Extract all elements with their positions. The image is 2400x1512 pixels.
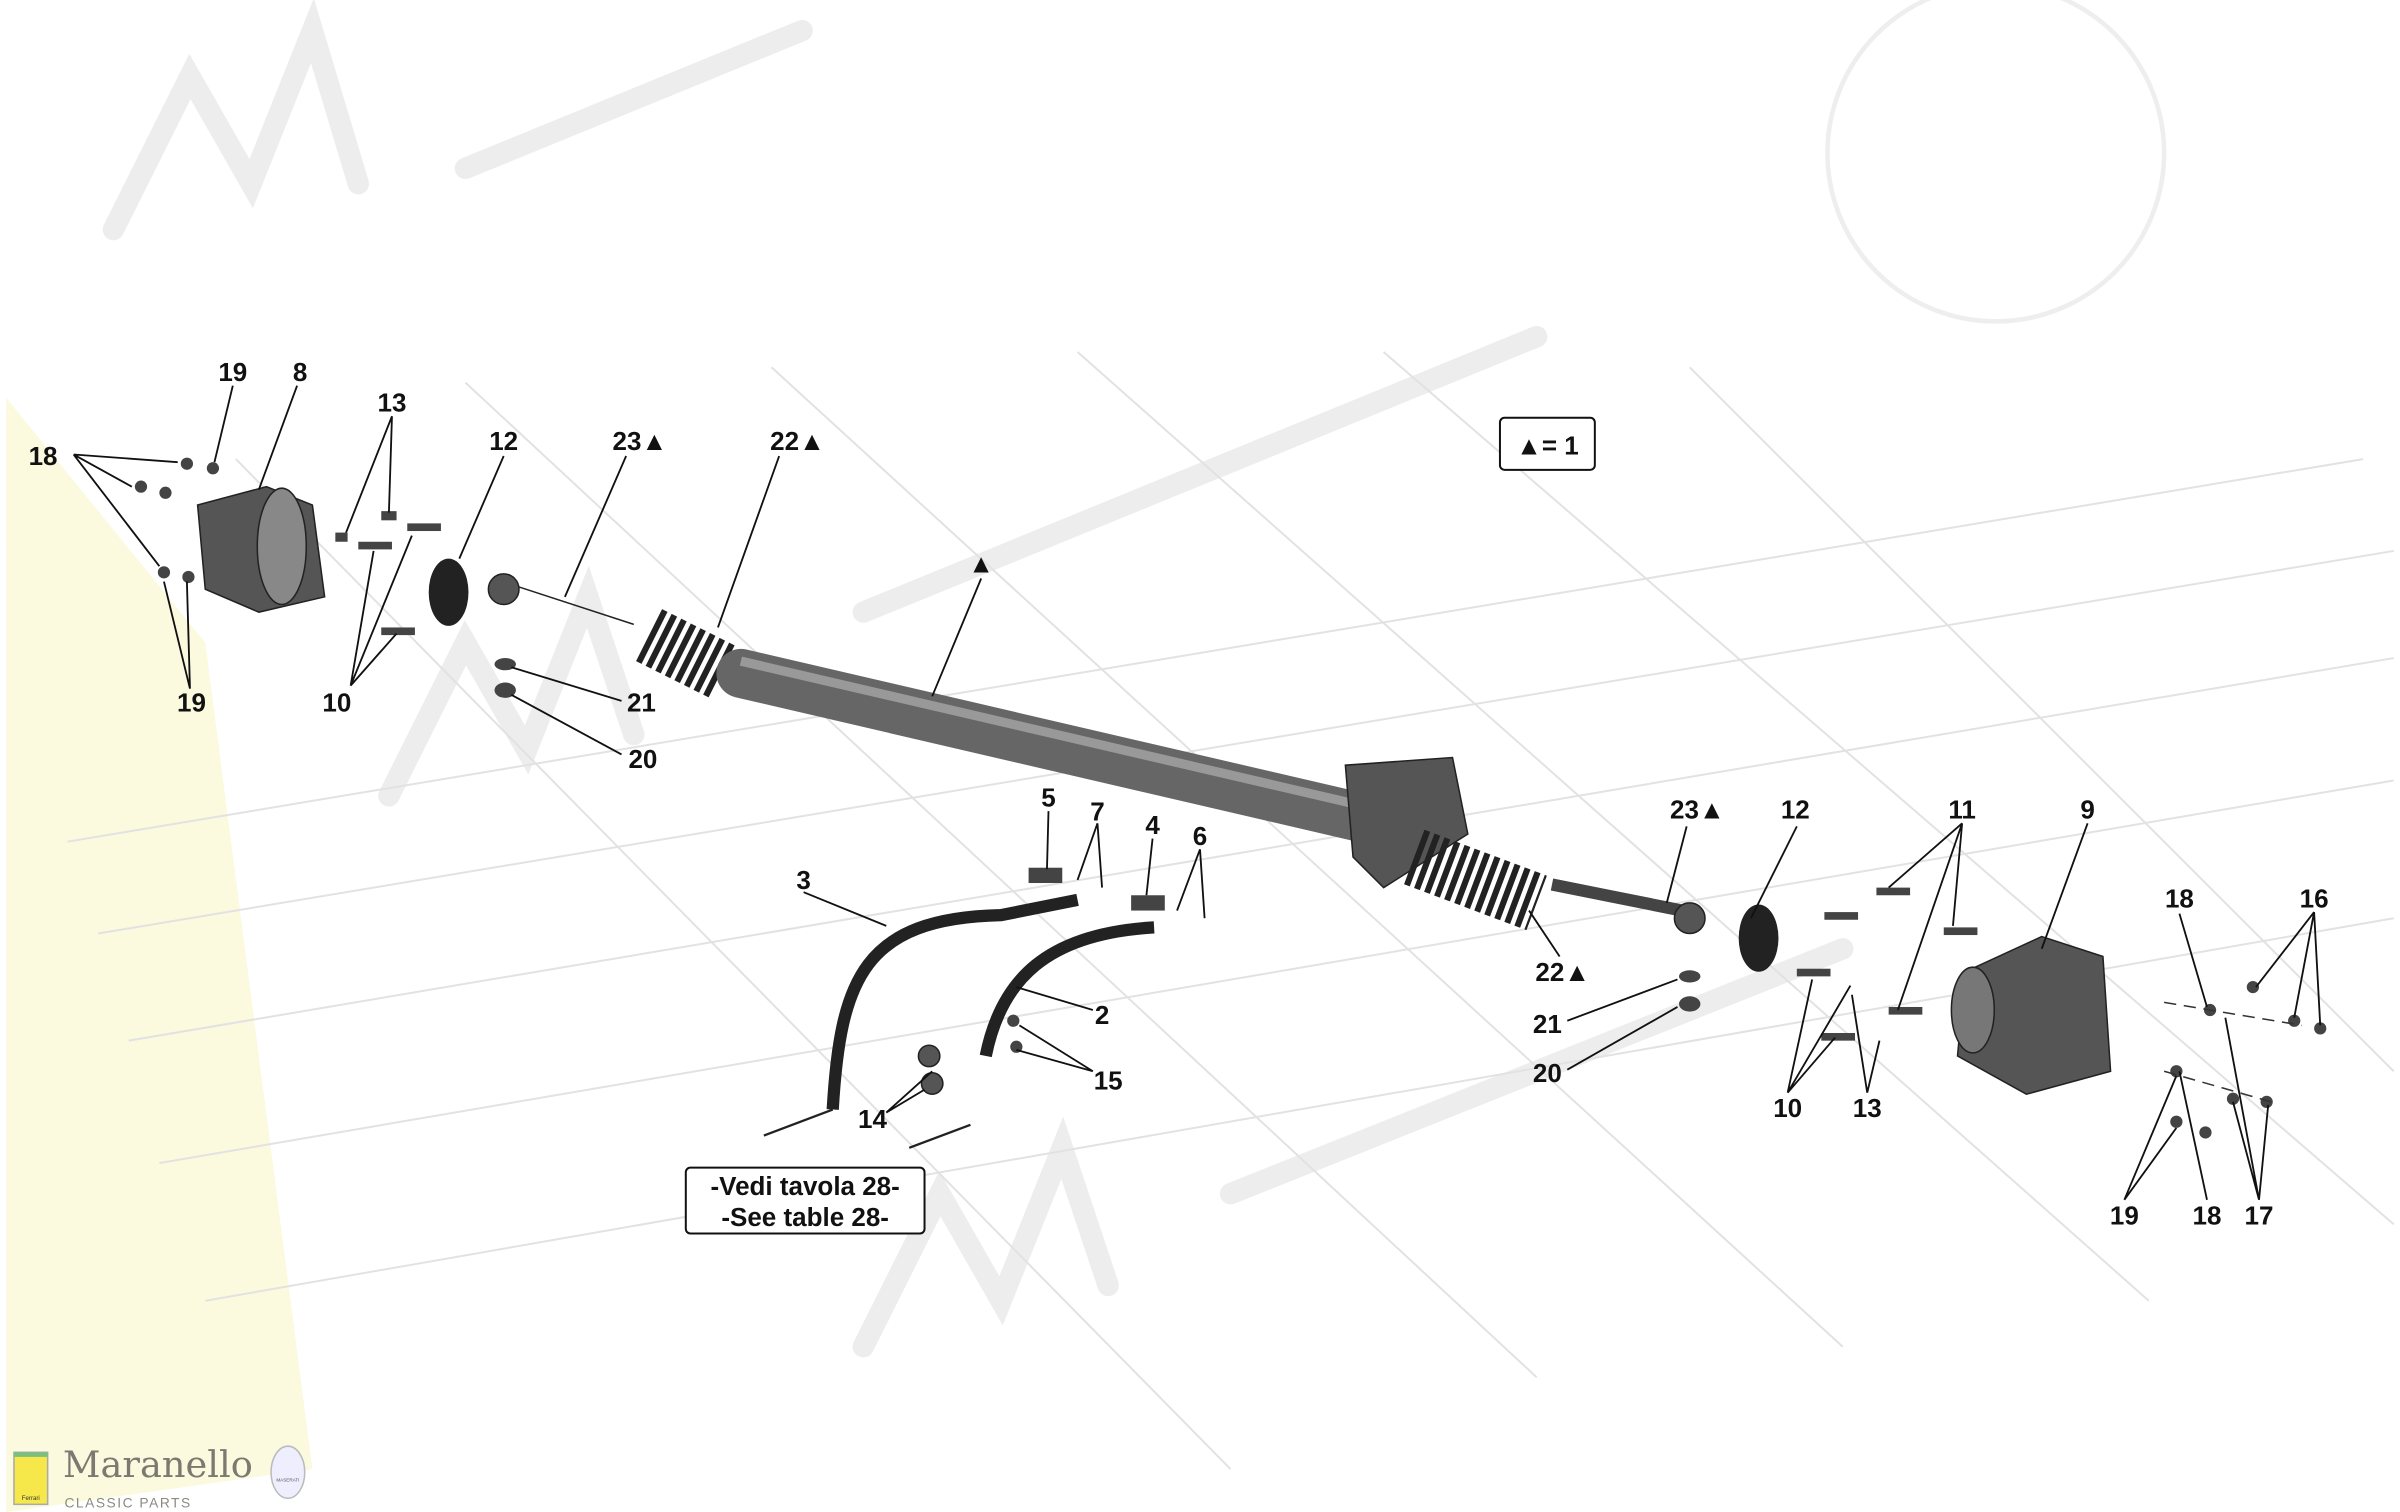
callout-15: 15 [1094,1066,1123,1096]
right-tie-rod-end-23 [1550,878,1691,919]
callout-11: 11 [1948,795,1976,825]
callout-23: 23▲ [613,426,668,456]
rack-housing [716,648,1424,851]
callout-19: 19 [177,688,206,718]
logo-sub: CLASSIC PARTS [64,1495,191,1510]
bracket-14 [917,1044,941,1068]
callout-2: 2 [1095,1000,1109,1030]
maranello-logo: Ferrari Maranello CLASSIC PARTS MASERATI [13,1443,306,1510]
callout-triangle: ▲ [968,548,994,578]
callout-5: 5 [1041,783,1055,813]
maserati-trident-icon [270,1445,306,1499]
callout-12: 12 [489,426,518,456]
leader-lines [72,385,2322,1201]
left-housing-8 [196,485,326,613]
legend-text: ▲= 1 [1516,431,1579,461]
callout-8: 8 [293,357,307,387]
callout-22: 22▲ [1535,957,1590,987]
legend-box: ▲= 1 [1498,416,1596,471]
parts [134,457,2327,1149]
perspective-grid [67,351,2395,1470]
note-line-1: -Vedi tavola 28- [711,1171,900,1201]
maserati-logo-text: MASERATI [276,1477,299,1482]
callout-12: 12 [1781,795,1810,825]
callout-19: 19 [218,357,247,387]
callout-17: 17 [2245,1200,2274,1230]
callout-13: 13 [1853,1093,1882,1123]
callout-14: 14 [858,1104,887,1134]
callout-9: 9 [2080,795,2094,825]
callout-3: 3 [796,865,810,895]
watermark-strokes [102,0,1854,1358]
callout-16: 16 [2300,884,2329,914]
hose-2 [979,921,1155,1058]
callout-23: 23▲ [1670,795,1725,825]
ferrari-watermark-shield [6,397,313,1512]
note-line-2: -See table 28- [721,1202,889,1232]
hose-3 [826,893,1079,1110]
callout-13: 13 [378,388,407,418]
right-housing-9 [1950,935,2112,1096]
ferrari-logo-text: Ferrari [22,1495,40,1502]
see-table-note: -Vedi tavola 28- -See table 28- [684,1166,926,1235]
maserati-watermark [1825,0,2167,324]
callout-4: 4 [1145,810,1160,840]
right-bellows-22 [1404,829,1547,931]
left-seal-12 [428,558,469,626]
arrow-leaders [763,1108,971,1149]
callout-7: 7 [1090,796,1104,826]
callout-10: 10 [322,688,351,718]
logo-brand: Maranello [63,1443,253,1486]
callout-20: 20 [628,744,657,774]
callout-21: 21 [1533,1009,1562,1039]
left-bellows-22 [636,609,739,700]
callout-labels: 19 8 18 13 12 23▲ 22▲ ▲ 19 10 21 20 5 7 … [29,357,2329,1230]
callout-6: 6 [1193,821,1207,851]
callout-18: 18 [2193,1200,2222,1230]
callout-18: 18 [29,441,58,471]
callout-18: 18 [2165,884,2194,914]
right-seal-12 [1738,904,1779,972]
callout-20: 20 [1533,1058,1562,1088]
callout-19: 19 [2110,1200,2139,1230]
callout-22: 22▲ [770,426,825,456]
watermark [6,0,2167,1512]
callout-10: 10 [1773,1093,1802,1123]
callout-21: 21 [627,688,656,718]
